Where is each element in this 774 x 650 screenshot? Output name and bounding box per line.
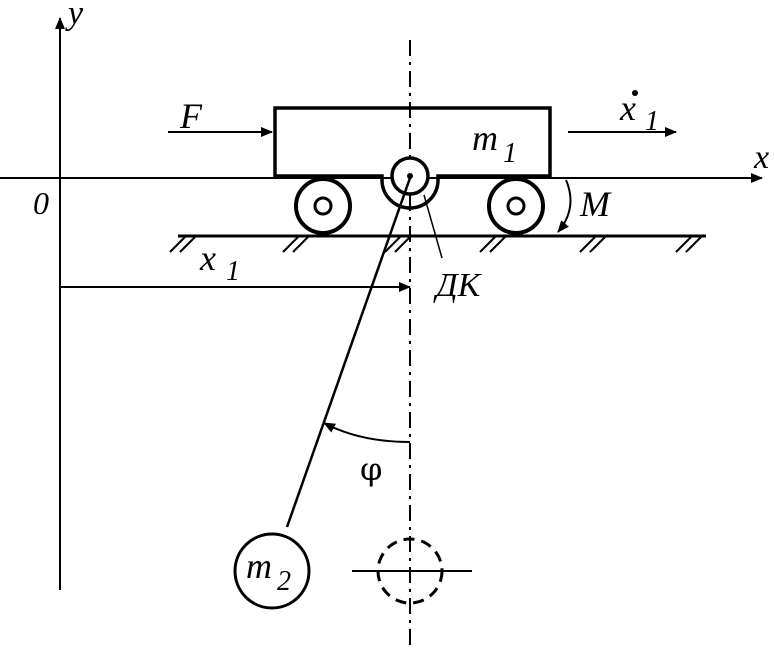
equilibrium-position: [352, 537, 472, 605]
cart-body: [273, 106, 552, 210]
svg-text:1: 1: [226, 256, 240, 287]
origin-label: 0: [33, 185, 49, 221]
dk-leader: [423, 194, 443, 259]
dk-label: ДК: [433, 267, 483, 304]
velocity-label: x 1: [619, 88, 659, 137]
pendulum-mass: [233, 532, 311, 610]
svg-text:x: x: [199, 238, 216, 278]
svg-text:1: 1: [503, 138, 517, 169]
pendulum-rod: [285, 177, 412, 528]
right-wheel: [487, 177, 545, 235]
cart-mass-label: m 1: [472, 118, 517, 169]
left-wheel: [294, 177, 352, 235]
force-label: F: [179, 96, 203, 136]
pivot-joint: [390, 156, 430, 196]
angle-arc: [323, 422, 411, 443]
moment-arrow: [557, 179, 572, 233]
svg-text:m: m: [472, 118, 498, 158]
moment-label: M: [579, 184, 612, 224]
angle-label: φ: [360, 450, 382, 488]
svg-text:2: 2: [277, 566, 291, 597]
x-axis-label: x: [753, 139, 769, 176]
svg-text:1: 1: [645, 106, 659, 137]
svg-text:x: x: [619, 88, 636, 128]
pendulum-mass-label: m 2: [246, 546, 291, 597]
position-label: x 1: [199, 238, 240, 287]
svg-text:m: m: [246, 546, 272, 586]
ground: [169, 234, 706, 253]
y-axis-label: y: [65, 0, 84, 32]
